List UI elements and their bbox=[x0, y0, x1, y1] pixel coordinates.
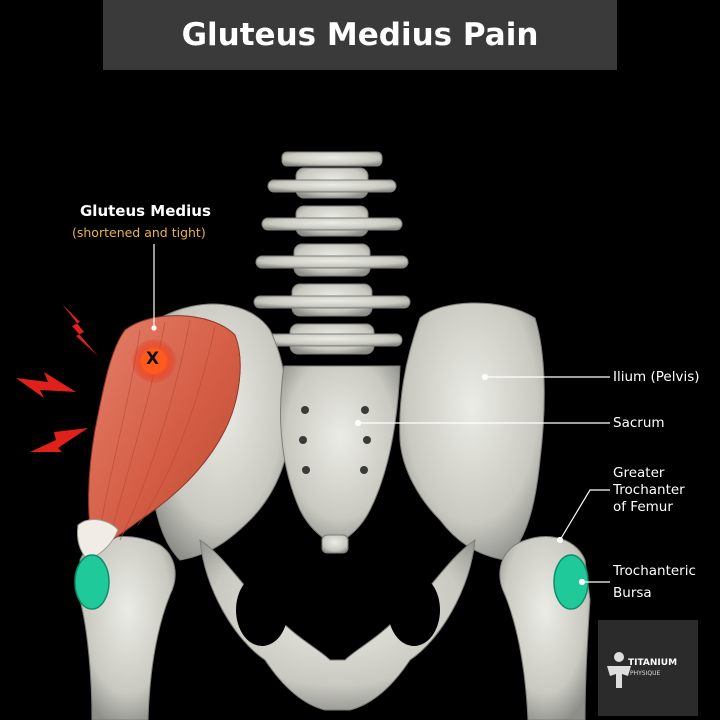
label-gluteus-medius: Gluteus Medius bbox=[80, 202, 211, 220]
gluteus-medius-muscle bbox=[88, 315, 241, 551]
lumbar-spine bbox=[253, 151, 411, 355]
sacral-foramina bbox=[299, 406, 371, 474]
title-banner: Gluteus Medius Pain bbox=[103, 0, 617, 70]
label-ilium: Ilium (Pelvis) bbox=[613, 369, 700, 385]
right-obturator bbox=[388, 574, 440, 646]
left-trochanteric-bursa bbox=[74, 554, 110, 610]
logo-tagline: PHYSIQUE bbox=[630, 670, 661, 677]
page-title: Gluteus Medius Pain bbox=[181, 17, 539, 53]
pain-marker-core bbox=[141, 348, 167, 374]
sacrum bbox=[280, 365, 401, 546]
leader-lines bbox=[151, 244, 610, 586]
label-muscle-note: (shortened and tight) bbox=[72, 225, 206, 240]
lightning-bolt-icon bbox=[30, 428, 88, 452]
label-trochanter-2: Trochanter bbox=[613, 482, 685, 498]
gluteus-tendon bbox=[77, 519, 119, 561]
lightning-bolt-icon bbox=[16, 372, 76, 398]
logo-name: TITANIUM bbox=[628, 658, 678, 668]
label-sacrum: Sacrum bbox=[613, 415, 665, 431]
logo-icon bbox=[607, 652, 631, 688]
lightning-bolt-icon bbox=[62, 304, 98, 356]
label-bursa-1: Trochanteric bbox=[613, 563, 696, 579]
label-bursa-2: Bursa bbox=[613, 585, 652, 601]
label-trochanter-3: of Femur bbox=[613, 499, 673, 515]
logo: TITANIUM PHYSIQUE bbox=[598, 620, 698, 716]
label-trochanter-1: Greater bbox=[613, 465, 665, 481]
pain-marker-label: X bbox=[146, 349, 160, 369]
coccyx bbox=[321, 534, 349, 554]
left-obturator bbox=[236, 574, 288, 646]
right-ilium bbox=[399, 302, 545, 561]
